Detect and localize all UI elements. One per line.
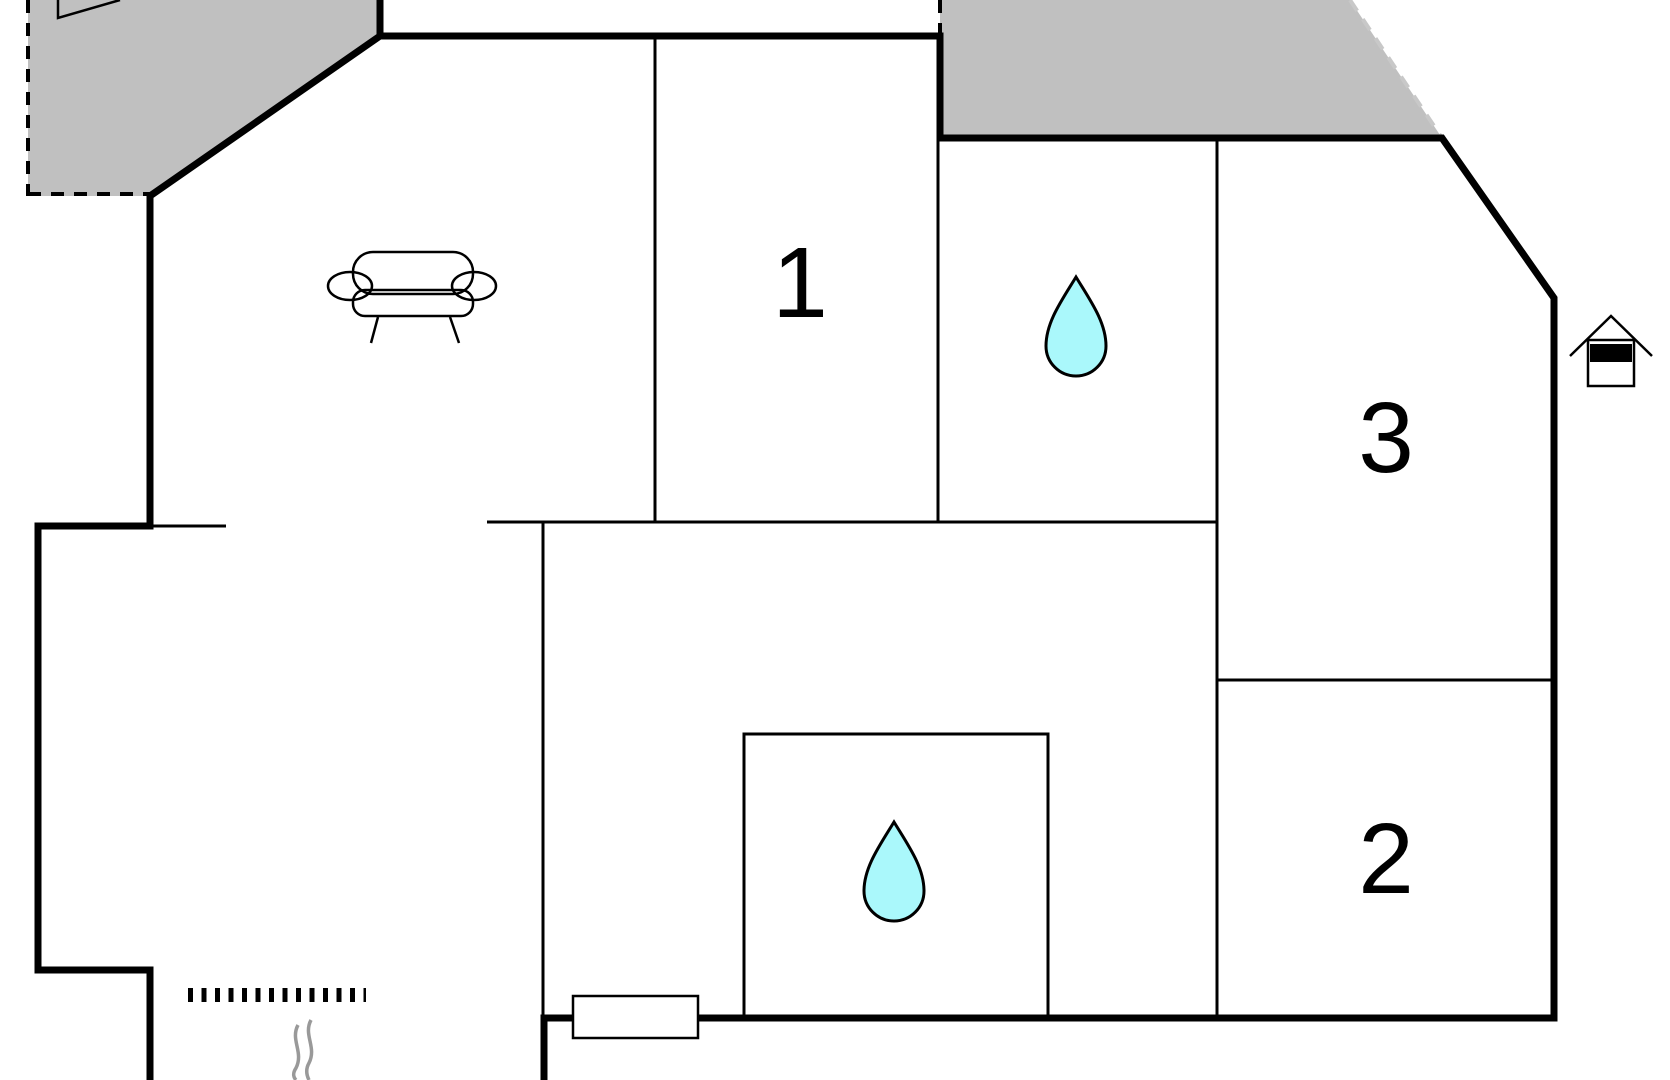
water-drop-icon — [1044, 274, 1108, 378]
room-label-2: 2 — [1358, 803, 1414, 915]
exterior-wall — [376, 0, 1558, 1080]
bathroom-wall — [742, 732, 1050, 1020]
sofa-icon — [326, 250, 498, 344]
terrace-dashed-edge — [1348, 0, 1444, 140]
terrace-left — [28, 0, 380, 196]
terrace-corner-mark — [56, 0, 121, 20]
heat-wave-icon — [291, 1019, 314, 1080]
water-drop-icon — [862, 819, 926, 923]
radiator-icon — [571, 994, 700, 1040]
room-label-3: 3 — [1358, 382, 1414, 494]
house-entrance-icon — [1569, 314, 1653, 388]
exterior-wall — [34, 33, 382, 1080]
terrace-right — [940, 0, 1442, 138]
room-label-1: 1 — [772, 227, 828, 339]
